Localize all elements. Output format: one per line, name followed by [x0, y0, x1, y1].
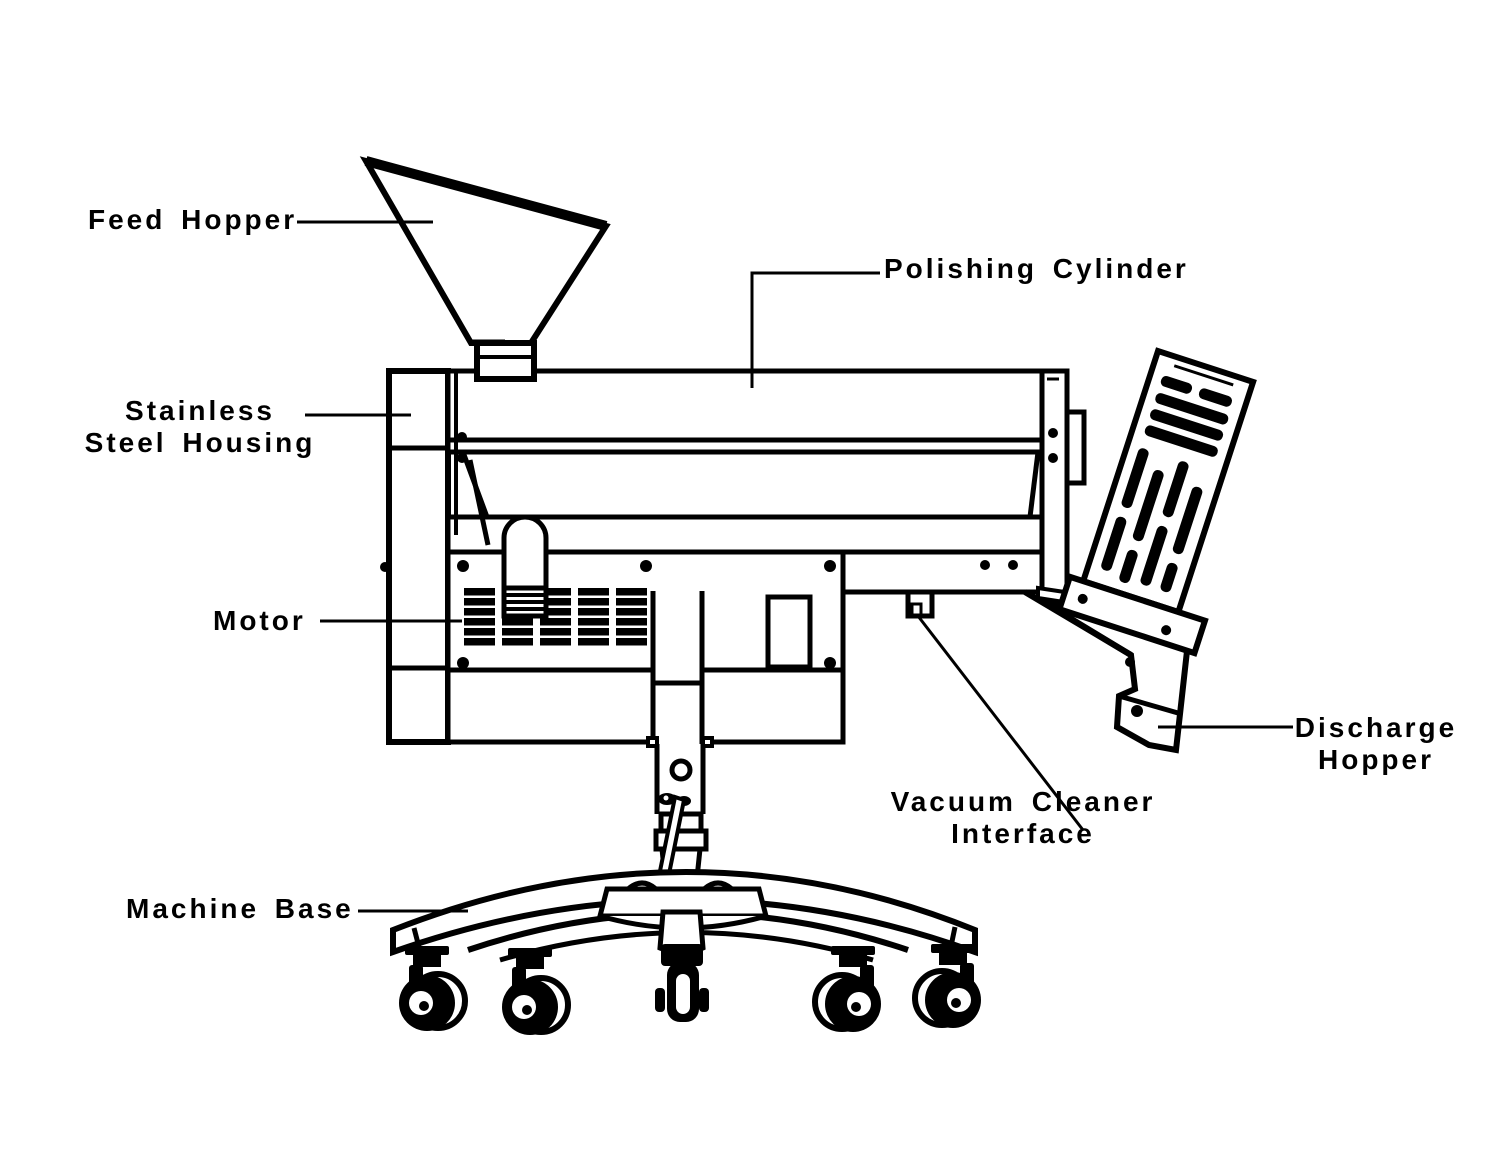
pedestal-shape	[646, 736, 714, 882]
label-stainless-steel-housing-line1: Stainless	[125, 395, 275, 426]
nameplate-shape	[765, 594, 813, 670]
caster-center	[655, 909, 709, 1022]
label-vacuum-cleaner-interface-line1: Vacuum Cleaner	[890, 786, 1156, 817]
polishing-cylinder-shape	[445, 368, 1070, 450]
center-pillar-shape	[650, 591, 705, 745]
label-machine-base: Machine Base	[126, 893, 354, 924]
caster-2	[502, 948, 571, 1035]
feed-hopper-shape	[359, 156, 611, 382]
label-discharge-hopper-line1: Discharge	[1294, 712, 1458, 743]
caster-5	[912, 944, 981, 1028]
label-motor: Motor	[213, 605, 306, 636]
label-stainless-steel-housing-line2: Steel Housing	[84, 427, 316, 458]
rivets	[457, 428, 1058, 669]
label-discharge-hopper: Discharge Hopper	[1288, 712, 1464, 776]
label-vacuum-cleaner-interface: Vacuum Cleaner Interface	[873, 786, 1173, 850]
motor-pipe-shape	[501, 514, 549, 619]
caster-1	[399, 946, 468, 1031]
label-discharge-hopper-line2: Hopper	[1318, 744, 1434, 775]
caster-4	[812, 946, 881, 1032]
leader-polishing-cylinder	[750, 271, 880, 388]
label-stainless-steel-housing: Stainless Steel Housing	[60, 395, 340, 459]
leader-lines	[297, 220, 1293, 913]
leader-vacuum-interface	[916, 615, 1085, 831]
label-polishing-cylinder: Polishing Cylinder	[884, 253, 1189, 284]
label-vacuum-cleaner-interface-line2: Interface	[951, 818, 1095, 849]
machine-body-shape	[445, 368, 1087, 745]
machine-base-shape	[390, 869, 981, 1035]
label-feed-hopper: Feed Hopper	[88, 204, 298, 235]
discharge-hopper-shape	[1023, 347, 1257, 754]
stainless-steel-housing-shape	[380, 368, 451, 745]
vacuum-interface-port-shape	[905, 589, 935, 619]
